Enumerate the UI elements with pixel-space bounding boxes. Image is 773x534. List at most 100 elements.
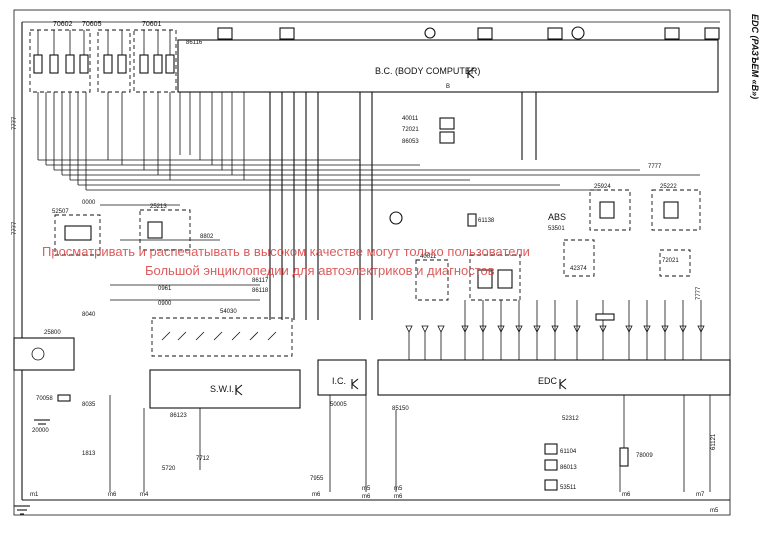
ground-m6-a: m6 — [108, 492, 117, 498]
wire-1813: 1813 — [82, 451, 96, 457]
module-left-40011 — [415, 259, 449, 301]
label-70058: 70058 — [36, 396, 53, 402]
resistor — [595, 313, 615, 321]
body-computer-label: B.C. (BODY COMPUTER) — [375, 66, 480, 76]
label-86053: 86053 — [402, 139, 419, 145]
relay-25213 — [139, 209, 191, 251]
label-20000: 20000 — [32, 428, 49, 434]
washer-icon — [547, 27, 563, 40]
label-50005: 50005 — [330, 402, 347, 408]
label-54030: 54030 — [220, 309, 237, 315]
wire-7955: 7955 — [310, 476, 324, 482]
ground-symbol — [14, 505, 30, 515]
watermark-line-2: Большой энциклопедии для автоэлектриков … — [145, 263, 495, 278]
fuse-block-70601 — [133, 29, 177, 93]
abs-label: ABS — [548, 212, 566, 222]
wire-7777-a: 7777 — [12, 116, 18, 130]
ic-box — [317, 359, 367, 396]
indicator-refs — [439, 117, 455, 144]
wire-7777-b: 7777 — [12, 221, 18, 235]
label-25222: 25222 — [660, 184, 677, 190]
fuse-block-70605 — [97, 29, 131, 93]
body-computer-box — [177, 39, 719, 93]
level-icon — [544, 459, 558, 471]
wire-7777-d: 7777 — [696, 286, 702, 300]
ground-m6-c: m6 — [362, 494, 371, 500]
ground-m5: m5 — [362, 486, 371, 492]
watermark-line-1: Просматривать и распечатывать в высоком … — [42, 244, 530, 259]
relay-25213-coil — [147, 221, 163, 239]
label-86116: 86116 — [186, 40, 203, 46]
edc-label: EDC — [538, 376, 558, 386]
relay-25924 — [589, 189, 631, 231]
heater-78009 — [619, 447, 629, 467]
filter-icon — [544, 479, 558, 491]
wire-0000: 0000 — [82, 200, 96, 206]
heater-icon — [664, 27, 680, 40]
label-70602: 70602 — [53, 21, 73, 28]
wiper-icon — [477, 27, 493, 40]
gauge-icon — [424, 27, 436, 39]
label-72021b: 72021 — [662, 258, 679, 264]
wire-8040: 8040 — [82, 312, 96, 318]
label-25213: 25213 — [150, 204, 167, 210]
wire-0900: 0900 — [158, 301, 172, 307]
connector-k-icon — [467, 67, 475, 79]
label-86013: 86013 — [560, 465, 577, 471]
ground-m1: m1 — [30, 492, 39, 498]
label-40011: 40011 — [402, 116, 419, 122]
swi-k-icon — [235, 384, 243, 396]
label-78009: 78009 — [636, 453, 653, 459]
label-61104: 61104 — [560, 449, 577, 455]
module-72021 — [659, 249, 691, 277]
dx-icon — [279, 27, 295, 40]
wire-7712: 7712 — [196, 456, 210, 462]
label-61121: 61121 — [711, 433, 717, 450]
side-title: EDC (РАЗЪЕМ «В») — [750, 14, 760, 99]
label-52312: 52312 — [562, 416, 579, 422]
label-72021: 72021 — [402, 127, 419, 133]
label-70605: 70605 — [82, 21, 102, 28]
lamp-icon-right — [704, 27, 720, 40]
label-25924: 25924 — [594, 184, 611, 190]
ignition-key-icon — [31, 347, 45, 361]
label-40011b: 40011 — [420, 254, 437, 260]
ground-m5-c: m5 — [710, 508, 719, 514]
relay-52507-coil — [64, 225, 92, 241]
ground-m5-b: m5 — [394, 486, 403, 492]
ground-m6-d: m6 — [394, 494, 403, 500]
label-61138: 61138 — [478, 218, 495, 224]
diagram-frame — [13, 9, 731, 516]
edc-k-icon — [559, 378, 567, 390]
switch-contacts — [161, 331, 277, 341]
edc-box — [377, 359, 731, 396]
lamp-icon — [217, 27, 233, 40]
relay-25222-coil — [663, 201, 679, 219]
label-70601: 70601 — [142, 21, 162, 28]
ground-m4: m4 — [140, 492, 149, 498]
label-86117: 86117 — [252, 278, 269, 284]
relay-pair — [469, 254, 521, 301]
swi-box — [149, 369, 301, 409]
relay-pair-coil-a — [477, 269, 493, 289]
label-53501: 53501 — [548, 226, 565, 232]
ic-label: I.C. — [332, 376, 346, 386]
label-52507: 52507 — [52, 209, 69, 215]
relay-25222 — [651, 189, 701, 231]
relay-pair-coil-b — [497, 269, 513, 289]
abs-module — [563, 239, 595, 277]
sensor-circle-icon — [389, 211, 403, 225]
pressure-icon — [544, 443, 558, 455]
wire-8802: 8802 — [200, 234, 214, 240]
fuse-70058 — [57, 394, 71, 402]
fuse-61138 — [467, 213, 477, 227]
wire-7777-c: 7777 — [648, 164, 662, 170]
ic-k-icon — [351, 378, 359, 390]
relay-25924-coil — [599, 201, 615, 219]
battery-icon — [34, 419, 50, 425]
ground-m7: m7 — [696, 492, 705, 498]
label-86118: 86118 — [252, 288, 269, 294]
ground-m6-b: m6 — [312, 492, 321, 498]
lower-drops — [109, 395, 621, 492]
